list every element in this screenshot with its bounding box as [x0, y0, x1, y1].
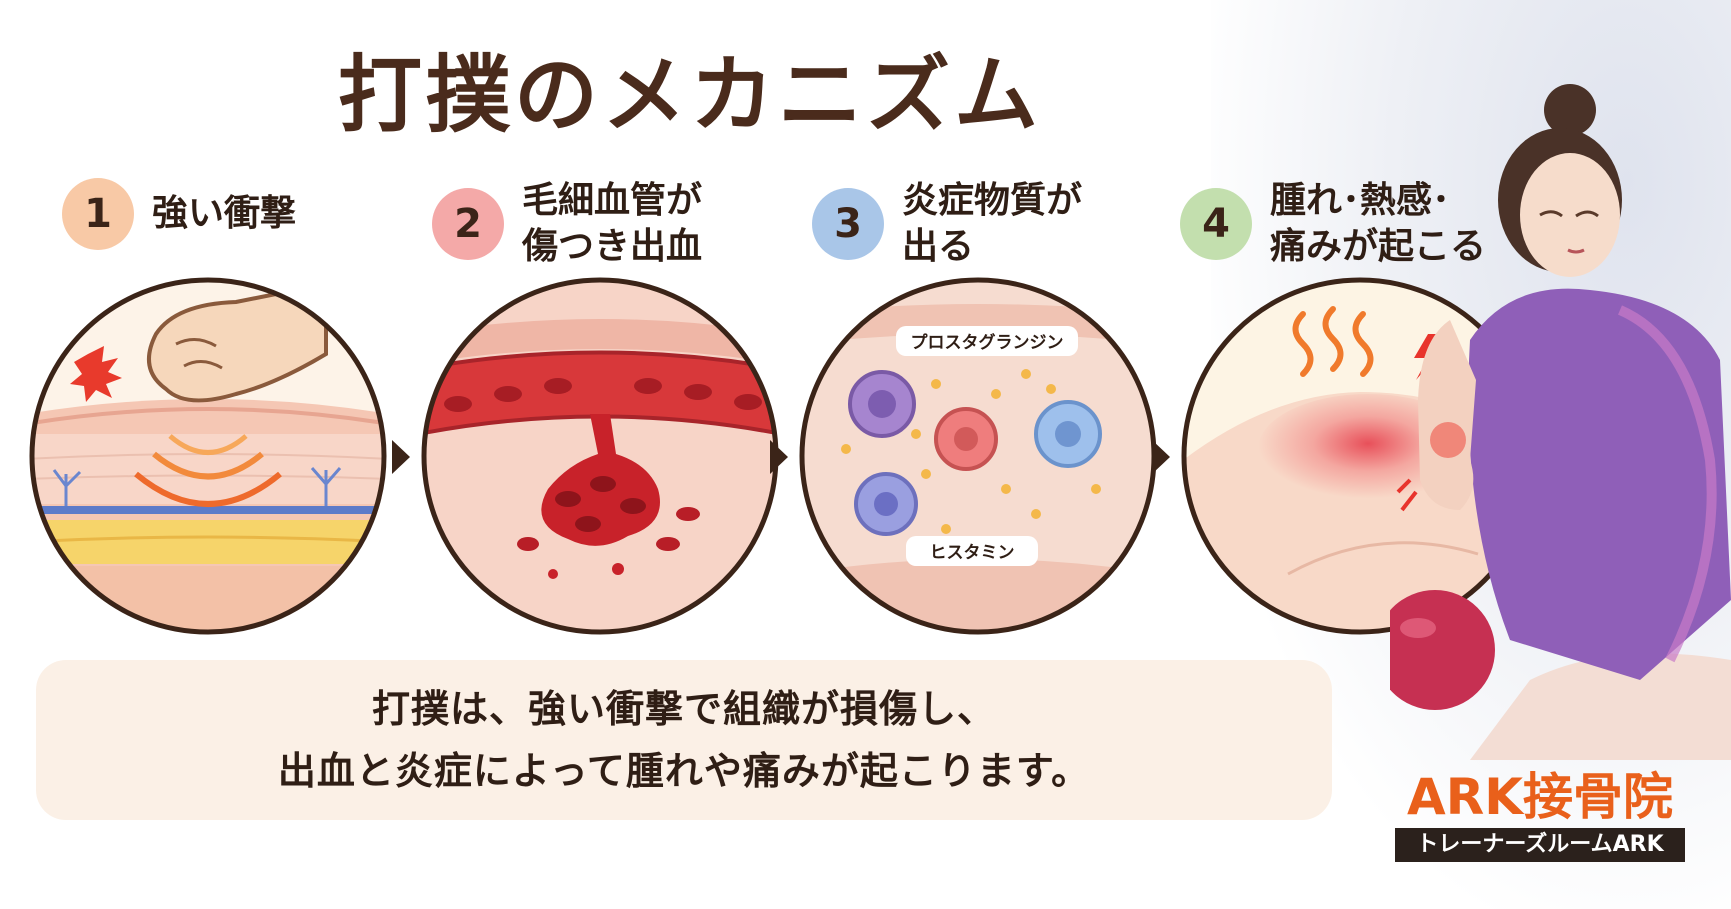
- step-4-number: 4: [1180, 188, 1252, 260]
- histamine-label: ヒスタミン: [930, 543, 1015, 563]
- step-3-number: 3: [812, 188, 884, 260]
- step-2-number: 2: [432, 188, 504, 260]
- arrow-2: [770, 440, 788, 474]
- summary-line-2: 出血と炎症によって腫れや痛みが起こります。: [277, 749, 1091, 793]
- summary-box: 打撲は、強い衝撃で組織が損傷し、 出血と炎症によって腫れや痛みが起こります。: [36, 660, 1332, 820]
- shockwave-outer: [134, 471, 282, 507]
- prostaglandin-label: プロスタグランジン: [911, 332, 1064, 353]
- step-1-label: 強い衝撃: [152, 193, 297, 234]
- brand-subtitle: トレーナーズルームARK: [1395, 828, 1685, 862]
- brand-logo: ARK接骨院 トレーナーズルームARK: [1390, 770, 1690, 862]
- step-4-label: 腫れ･熱感･ 痛みが起こる: [1270, 180, 1487, 267]
- step-4-header: 4 腫れ･熱感･ 痛みが起こる: [1180, 178, 1486, 270]
- heat-wave-2: [1322, 306, 1344, 372]
- arrow-3: [1152, 440, 1170, 474]
- page-title: 打撲のメカニズム: [337, 46, 1042, 144]
- heat-wave-1: [1292, 311, 1314, 377]
- bleeding-illustration: [421, 277, 779, 635]
- inflammation-illustration: プロスタグランジン ヒスタミン: [799, 277, 1157, 635]
- step-3-label: 炎症物質が 出る: [902, 180, 1083, 267]
- impact-spark: [70, 346, 122, 402]
- step-1-number: 1: [62, 178, 134, 250]
- heat-wave-3: [1352, 311, 1374, 377]
- fist: [147, 281, 328, 403]
- summary-line-1: 打撲は、強い衝撃で組織が損傷し、: [371, 687, 996, 731]
- arrow-1: [392, 440, 410, 474]
- step-3-header: 3 炎症物質が 出る: [812, 178, 1082, 270]
- step-2-label: 毛細血管が 傷つき出血: [522, 180, 703, 267]
- gymnast-figure: [1390, 84, 1731, 760]
- impact-illustration: [29, 277, 387, 635]
- step-2-header: 2 毛細血管が 傷つき出血: [432, 178, 702, 270]
- brand-name: ARK接骨院: [1407, 768, 1673, 826]
- step-1-header: 1 強い衝撃: [62, 178, 296, 250]
